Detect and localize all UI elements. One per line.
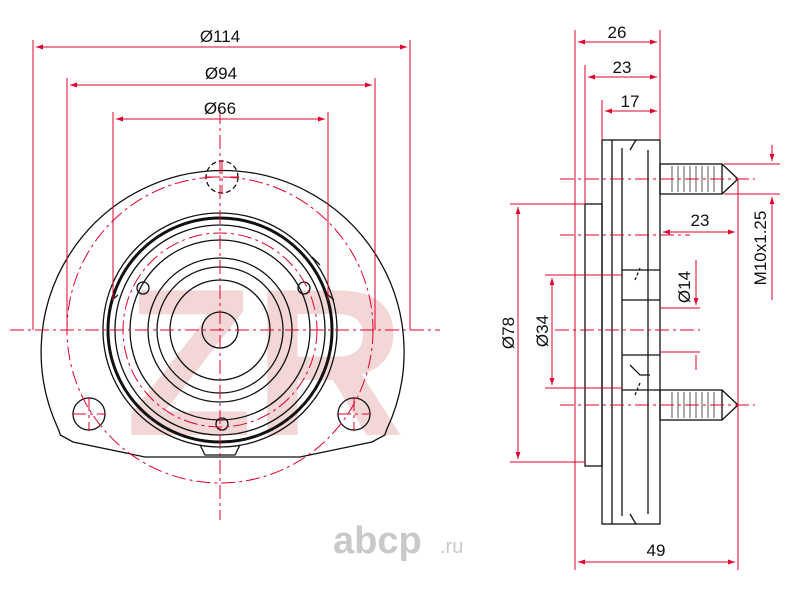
dim-d94: Ø94 [205, 64, 237, 83]
brand-name: abcp [333, 520, 422, 562]
dim-w17: 17 [621, 92, 640, 111]
dim-w49: 49 [647, 541, 666, 560]
hub-block [584, 203, 603, 467]
dim-w23-stud: 23 [691, 211, 710, 230]
dim-w23-top: 23 [613, 58, 632, 77]
side-view [584, 139, 739, 525]
dim-thread: M10x1.25 [751, 211, 770, 286]
dim-d34: Ø34 [533, 315, 552, 347]
dim-d78: Ø78 [499, 317, 518, 349]
flange-plate [601, 139, 661, 525]
front-dimensions [32, 40, 411, 330]
brand-suffix: .ru [440, 536, 463, 558]
watermark: ZR [125, 245, 405, 480]
dim-d66: Ø66 [204, 99, 236, 118]
side-center-lines [555, 178, 755, 406]
dim-w26: 26 [608, 23, 627, 42]
side-dimensions [510, 30, 780, 570]
brand-logo: abcp .ru [333, 520, 463, 562]
flange-outline [40, 169, 405, 458]
dim-d14: Ø14 [675, 271, 694, 303]
dim-d114: Ø114 [200, 27, 240, 46]
